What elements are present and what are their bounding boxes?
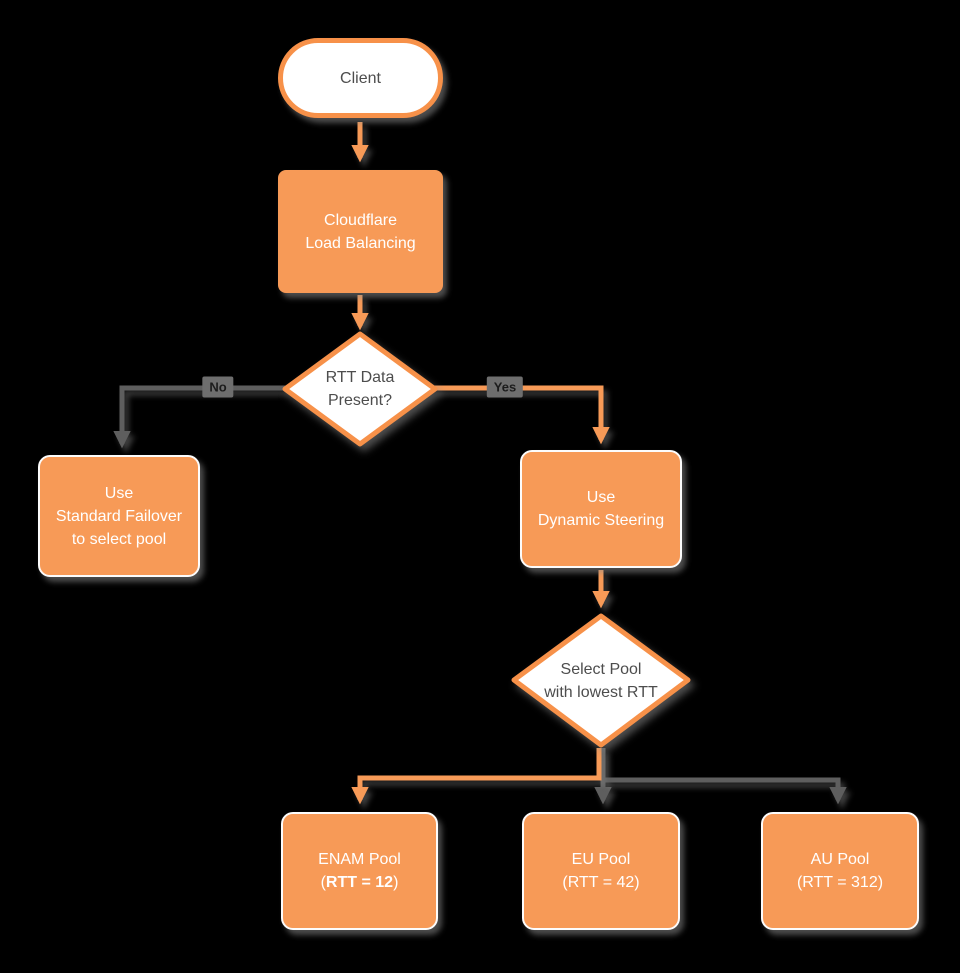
node-client: Client — [278, 38, 443, 118]
decision-diamond-shape — [282, 331, 438, 447]
node-load-balancer-line2: Load Balancing — [305, 234, 416, 252]
node-select-pool-label: Select Pool with lowest RTT — [544, 660, 658, 701]
selectpool-diamond-shape — [511, 613, 691, 748]
node-select-pool: Select Pool with lowest RTT — [510, 612, 692, 749]
edge-selectpool-to-au — [603, 777, 847, 805]
edge-label-no: No — [202, 376, 234, 398]
edge-selectpool-to-enam — [351, 748, 602, 805]
edge-label-yes: Yes — [486, 376, 524, 398]
node-rtt-decision: RTT Data Present? — [281, 330, 439, 448]
node-client-label: Client — [340, 69, 381, 87]
node-standard-failover: Use Standard Failover to select pool — [38, 455, 200, 577]
node-enam-pool-rtt: (RTT = 12) — [320, 874, 399, 891]
node-dynamic-steering: Use Dynamic Steering — [520, 450, 682, 568]
node-rtt-decision-label: RTT Data Present? — [325, 369, 395, 409]
node-load-balancer-line1: Cloudflare — [324, 211, 397, 229]
enam-rtt-bold: RTT = 12 — [325, 874, 394, 891]
node-load-balancer: Cloudflare Load Balancing — [278, 170, 443, 293]
node-au-pool: AU Pool (RTT = 312) — [761, 812, 919, 930]
node-eu-pool: EU Pool (RTT = 42) — [522, 812, 680, 930]
node-enam-pool: ENAM Pool (RTT = 12) — [281, 812, 438, 930]
